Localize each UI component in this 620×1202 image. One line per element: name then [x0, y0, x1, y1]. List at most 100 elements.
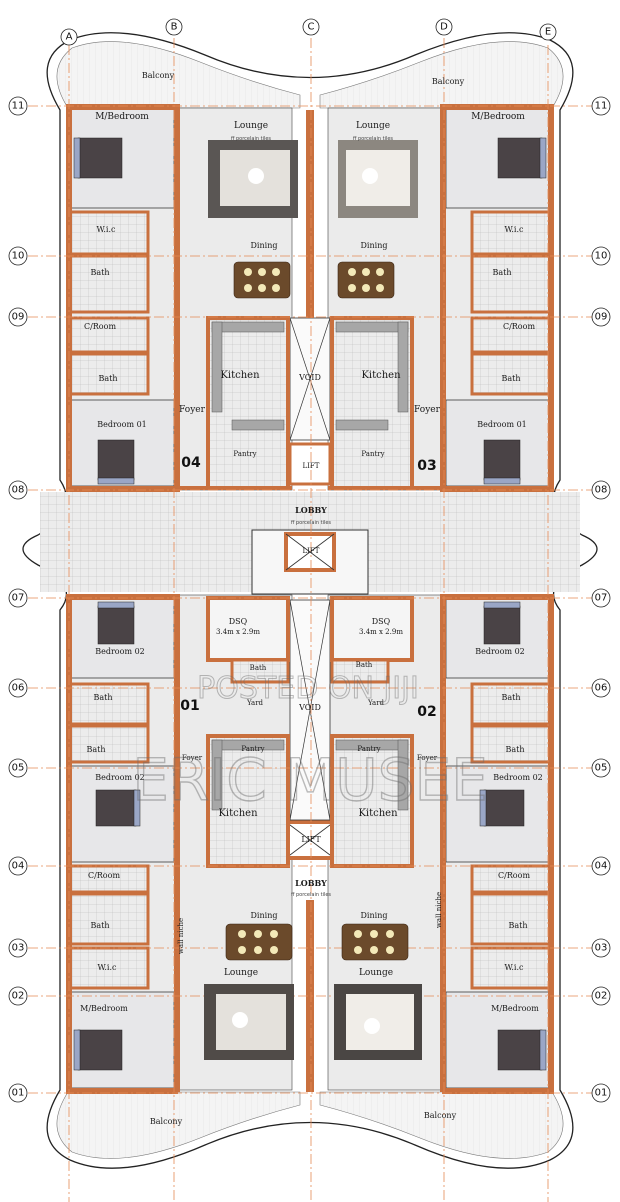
grid-row-07-right: 07	[591, 588, 611, 608]
master-bedroom-label-03: M/Bedroom	[471, 112, 525, 122]
dining-label-04: Dining	[251, 241, 278, 250]
foyer-label-04: Foyer	[179, 405, 206, 415]
svg-text:01: 01	[595, 1088, 608, 1099]
dsq-bath-01	[230, 658, 290, 684]
grid-row-01-left: 01	[8, 1083, 28, 1103]
bedroom-02-label-02b: Bedroom 02	[493, 773, 543, 782]
lounge-label-01: Lounge	[224, 968, 258, 978]
unit-number-01: 01	[180, 698, 199, 714]
bath-03a	[470, 254, 554, 314]
grid-row-06-right: 06	[591, 678, 611, 698]
croom-label-04: C/Room	[84, 322, 116, 331]
wic-04	[66, 210, 150, 256]
lobby-finish-top: ff porcelain tiles	[291, 520, 331, 526]
kitchen-label-04: Kitchen	[220, 370, 260, 381]
dsq-size-01: 3.4m x 2.9m	[216, 628, 260, 636]
lounge-label-03: Lounge	[356, 121, 390, 131]
grid-row-05-right: 05	[591, 758, 611, 778]
kitchen-counters	[211, 321, 409, 811]
grid-col-e-top: E	[539, 23, 557, 41]
master-bedroom-label-01: M/Bedroom	[80, 1004, 128, 1013]
grid-bubbles-rows: 11 11 10 10 09 09 08 08 07 07 06 06 05 0…	[8, 96, 611, 1103]
balcony-label-tr: Balcony	[432, 77, 465, 86]
grid-row-03-left: 03	[8, 938, 28, 958]
svg-text:06: 06	[595, 683, 608, 694]
svg-text:08: 08	[595, 485, 608, 496]
croom-03	[470, 316, 554, 354]
lounge-label-02: Lounge	[359, 968, 393, 978]
svg-text:05: 05	[12, 763, 25, 774]
bath-label-03b: Bath	[501, 374, 520, 383]
bed-icons	[73, 137, 547, 1071]
svg-text:10: 10	[595, 251, 608, 262]
foyer-label-01: Foyer	[182, 754, 203, 762]
pantry-label-02: Pantry	[357, 745, 380, 753]
lounge-finish-04: ff porcelain tiles	[231, 136, 271, 142]
grid-lines	[28, 38, 592, 1202]
unit-number-03: 03	[417, 458, 436, 474]
dining-plates	[238, 268, 394, 954]
void-label-top: VOID	[298, 373, 321, 382]
svg-text:02: 02	[595, 991, 608, 1002]
unit-numbers: 04 03 01 02	[180, 455, 436, 720]
bedroom-02-label-02a: Bedroom 02	[475, 647, 525, 656]
kitchen-label-03: Kitchen	[361, 370, 401, 381]
grid-row-09-left: 09	[8, 307, 28, 327]
watermark: POSTED ON JIJI ERIC MUSEE	[132, 671, 489, 815]
grid-row-11-left: 11	[8, 96, 28, 116]
bath-label-02a: Bath	[501, 693, 520, 702]
dsq-label-01: DSQ	[229, 617, 248, 626]
svg-text:05: 05	[595, 763, 608, 774]
wic-label-01: W.i.c	[98, 963, 117, 972]
dining-label-01: Dining	[251, 911, 278, 920]
bedroom-02-01b	[67, 765, 175, 863]
bath-label-02c: Bath	[508, 921, 527, 930]
svg-text:03: 03	[12, 943, 25, 954]
grid-row-11-right: 11	[591, 96, 611, 116]
svg-text:06: 06	[12, 683, 25, 694]
grid-col-c-top: C	[302, 18, 320, 36]
unit-number-02: 02	[417, 704, 436, 720]
lobby-label-top: LOBBY	[295, 505, 327, 515]
lounge-furniture	[204, 140, 422, 1060]
dining-label-03: Dining	[361, 241, 388, 250]
grid-row-05-left: 05	[8, 758, 28, 778]
room-labels: Balcony Balcony Balcony Balcony M/Bedroo…	[80, 71, 543, 1126]
grid-col-b-top: B	[165, 18, 183, 36]
balcony-top-right	[319, 41, 564, 109]
watermark-line-1: POSTED ON JIJI	[197, 671, 419, 706]
lounge-finish-03: ff porcelain tiles	[353, 136, 393, 142]
bedroom-02-label-01b: Bedroom 02	[95, 773, 145, 782]
unit-number-04: 04	[181, 455, 201, 471]
svg-text:04: 04	[595, 861, 608, 872]
grid-row-01-right: 01	[591, 1083, 611, 1103]
svg-text:09: 09	[595, 312, 608, 323]
wic-label-04: W.i.c	[97, 225, 116, 234]
svg-text:10: 10	[12, 251, 25, 262]
svg-text:09: 09	[12, 312, 25, 323]
wic-label-02: W.i.c	[505, 963, 524, 972]
lift-label-core: LIFT	[303, 547, 320, 555]
grid-row-10-right: 10	[591, 246, 611, 266]
grid-row-08-left: 08	[8, 480, 28, 500]
grid-row-08-right: 08	[591, 480, 611, 500]
grid-col-d-top: D	[435, 18, 453, 36]
bedroom-01-label-03: Bedroom 01	[477, 420, 527, 429]
svg-text:C: C	[308, 22, 315, 33]
wic-03	[470, 210, 554, 256]
bath-label-04b: Bath	[98, 374, 117, 383]
pantry-label-03: Pantry	[361, 450, 384, 458]
croom-label-02: C/Room	[498, 871, 530, 880]
yard-label-02: Yard	[367, 699, 385, 707]
bath-label-01c: Bath	[90, 921, 109, 930]
bath-02b	[470, 724, 554, 764]
dsq-bath-02	[330, 658, 390, 684]
lift-label-top: LIFT	[303, 462, 320, 470]
grid-row-04-right: 04	[591, 856, 611, 876]
svg-text:02: 02	[12, 991, 25, 1002]
dining-label-02: Dining	[361, 911, 388, 920]
svg-text:11: 11	[12, 101, 25, 112]
dsq-bath-label-02: Bath	[356, 661, 373, 669]
grid-bubbles-top: A B C D E	[60, 18, 557, 46]
